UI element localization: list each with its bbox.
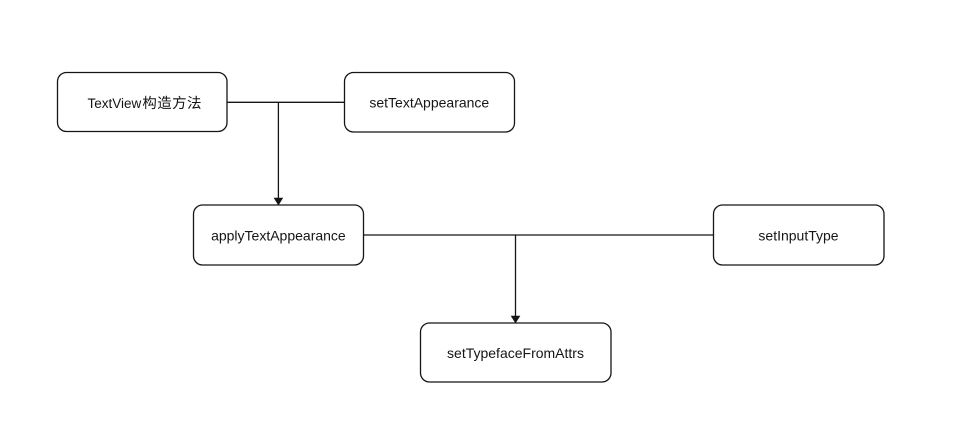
svg-text:setTypefaceFromAttrs: setTypefaceFromAttrs: [447, 345, 584, 361]
svg-text:setInputType: setInputType: [758, 227, 838, 243]
svg-text:applyTextAppearance: applyTextAppearance: [211, 227, 346, 243]
svg-text:setTextAppearance: setTextAppearance: [369, 95, 489, 111]
svg-text:TextView: TextView: [88, 96, 142, 111]
